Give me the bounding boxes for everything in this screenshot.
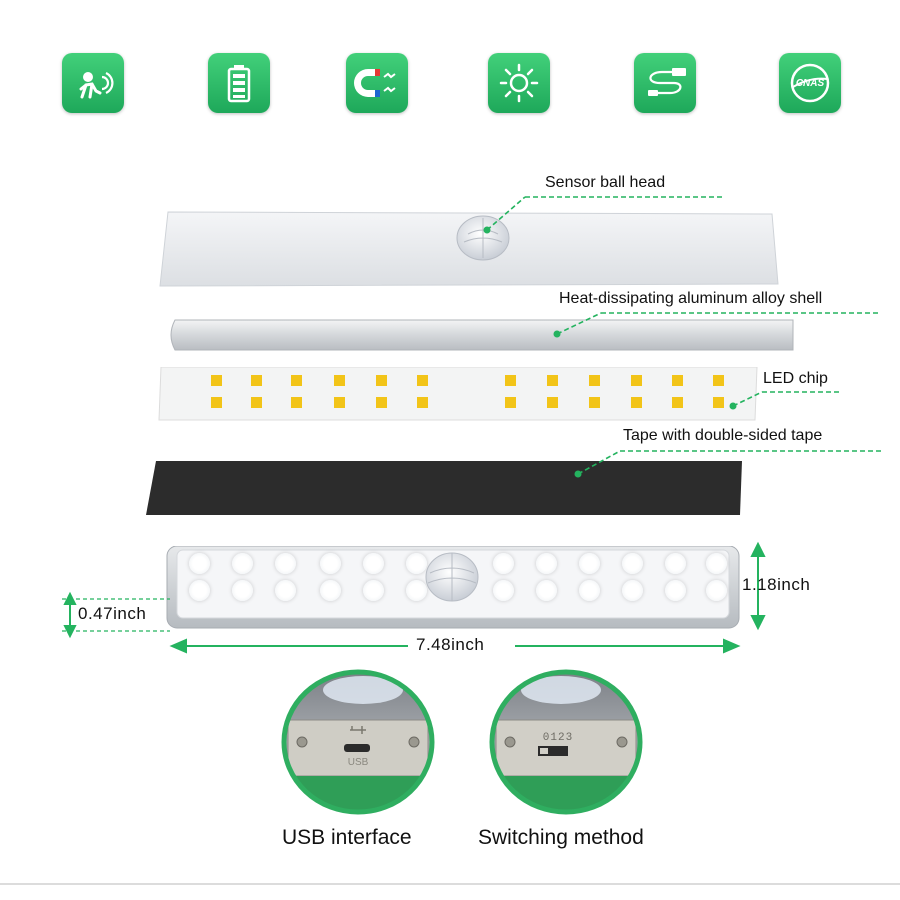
- led-chip: [713, 375, 724, 386]
- led-chip: [672, 375, 683, 386]
- led-bead: [189, 580, 210, 601]
- sensor-dome: [425, 552, 479, 602]
- double-sided-tape-label: Tape with double-sided tape: [623, 427, 823, 444]
- led-bead: [232, 580, 253, 601]
- led-board-layer: [158, 367, 758, 421]
- led-chip: [589, 375, 600, 386]
- led-bead: [622, 553, 643, 574]
- led-bead: [189, 553, 210, 574]
- led-chip: [589, 397, 600, 408]
- led-chip: [672, 397, 683, 408]
- usb-marking: USB: [348, 757, 369, 768]
- led-bead: [275, 553, 296, 574]
- length-dimension-label: 7.48inch: [416, 635, 485, 654]
- led-chip: [251, 375, 262, 386]
- aluminum-shell-label: Heat-dissipating aluminum alloy shell: [559, 290, 823, 307]
- led-bead: [579, 580, 600, 601]
- led-bead: [665, 580, 686, 601]
- led-chip: [547, 375, 558, 386]
- light-sensor-icon: [488, 53, 550, 113]
- led-bead: [406, 580, 427, 601]
- led-chip: [505, 397, 516, 408]
- thickness-dimension-label: 0.47inch: [78, 604, 147, 623]
- led-chip: [211, 397, 222, 408]
- led-bead: [363, 553, 384, 574]
- led-chip: [251, 397, 262, 408]
- sensor-leader-line: [486, 196, 526, 231]
- led-bead: [706, 580, 727, 601]
- switching-method-caption: Switching method: [478, 826, 644, 849]
- sensor-ball-head-label: Sensor ball head: [545, 174, 666, 191]
- led-bead: [275, 580, 296, 601]
- led-chip: [417, 375, 428, 386]
- led-chip: [376, 375, 387, 386]
- led-bead: [493, 553, 514, 574]
- battery-icon: [208, 53, 270, 113]
- usb-cable-icon: [634, 53, 696, 113]
- top-cover-layer: [159, 211, 779, 287]
- led-chip: [631, 397, 642, 408]
- led-chip: [376, 397, 387, 408]
- height-dimension-label: 1.18inch: [742, 575, 811, 594]
- led-chip: [417, 397, 428, 408]
- led-bead: [579, 553, 600, 574]
- led-bead: [536, 553, 557, 574]
- led-chip: [334, 375, 345, 386]
- led-chip: [631, 375, 642, 386]
- led-chip: [291, 397, 302, 408]
- led-bead: [493, 580, 514, 601]
- shell-leader-line: [556, 312, 602, 335]
- led-chip: [291, 375, 302, 386]
- led-bead: [665, 553, 686, 574]
- led-chip: [547, 397, 558, 408]
- led-bead: [320, 580, 341, 601]
- led-bead: [706, 553, 727, 574]
- tape-layer: [146, 461, 742, 515]
- magnet-icon: [346, 53, 408, 113]
- chip-leader-line: [732, 391, 763, 407]
- cnas-certification-icon: CNAS: [779, 53, 841, 113]
- led-bead: [232, 553, 253, 574]
- led-chip: [211, 375, 222, 386]
- led-bead: [363, 580, 384, 601]
- cnas-mark: CNAS: [796, 78, 825, 89]
- led-chip: [505, 375, 516, 386]
- led-chip: [713, 397, 724, 408]
- switch-position-marking: 0123: [543, 732, 573, 744]
- led-bead: [320, 553, 341, 574]
- led-bead: [536, 580, 557, 601]
- aluminum-shell-layer: [170, 319, 794, 351]
- led-bead: [406, 553, 427, 574]
- switch-closeup: 0123: [489, 669, 643, 815]
- motion-sensor-icon: [62, 53, 124, 113]
- usb-interface-closeup: USB: [281, 669, 435, 815]
- usb-interface-caption: USB interface: [282, 826, 412, 849]
- led-bead: [622, 580, 643, 601]
- led-chip: [334, 397, 345, 408]
- tape-leader-line: [577, 450, 621, 475]
- led-chip-label: LED chip: [763, 370, 828, 387]
